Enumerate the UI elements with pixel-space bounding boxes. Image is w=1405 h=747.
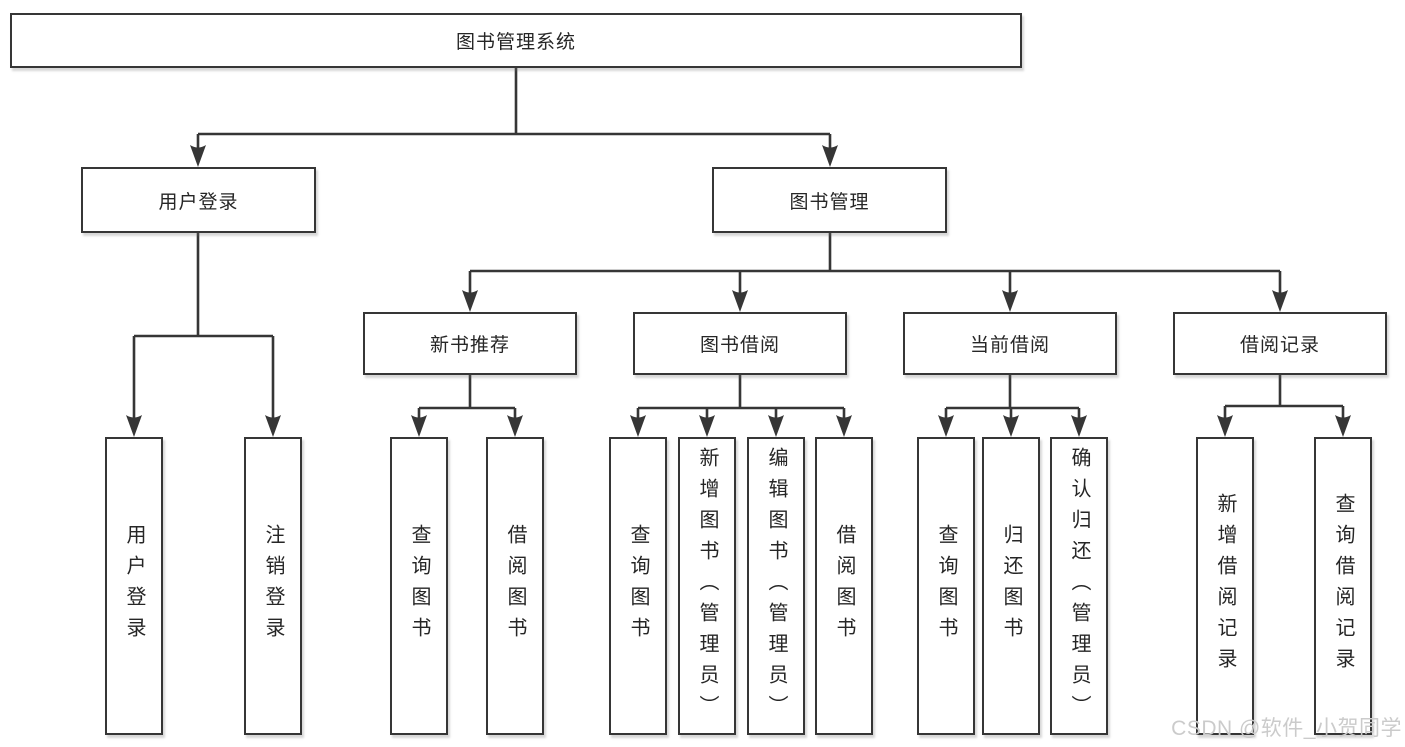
node-new-book-recommend: 新书推荐	[363, 312, 577, 375]
leaf-label: 查询图书	[408, 524, 430, 648]
node-label: 借阅记录	[1239, 335, 1320, 356]
leaf-return-books: 归还图书	[982, 437, 1040, 735]
leaf-borrow-books-recommend: 借阅图书	[486, 437, 544, 735]
leaf-label: 借阅图书	[833, 524, 855, 648]
leaf-label: 查询借阅记录	[1332, 493, 1354, 679]
csdn-watermark: CSDN @软件_小贺同学	[1171, 717, 1402, 740]
leaf-borrow-books: 借阅图书	[815, 437, 873, 735]
node-label: 用户登录	[158, 191, 239, 213]
node-library-management-system: 图书管理系统	[10, 13, 1022, 68]
leaf-edit-books-admin: 编辑图书（管理员）	[747, 437, 805, 735]
leaf-label: 用户登录	[123, 524, 145, 648]
leaf-query-books-borrow: 查询图书	[609, 437, 667, 735]
leaf-label: 查询图书	[935, 524, 957, 648]
leaf-label: 归还图书	[1000, 524, 1022, 648]
node-label: 图书管理系统	[455, 32, 576, 53]
node-borrow-records: 借阅记录	[1173, 312, 1387, 375]
leaf-label: 注销登录	[262, 524, 284, 648]
node-label: 当前借阅	[969, 335, 1050, 356]
leaf-user-login: 用户登录	[105, 437, 163, 735]
leaf-confirm-return-admin: 确认归还（管理员）	[1050, 437, 1108, 735]
leaf-add-borrow-record: 新增借阅记录	[1196, 437, 1254, 735]
leaf-query-books-current: 查询图书	[917, 437, 975, 735]
node-label: 图书管理	[789, 191, 870, 213]
leaf-label: 新增图书（管理员）	[696, 446, 718, 726]
leaf-add-books-admin: 新增图书（管理员）	[678, 437, 736, 735]
leaf-logout: 注销登录	[244, 437, 302, 735]
leaf-query-borrow-record: 查询借阅记录	[1314, 437, 1372, 735]
leaf-label: 借阅图书	[504, 524, 526, 648]
node-label: 新书推荐	[429, 335, 510, 356]
node-label: 图书借阅	[699, 335, 780, 356]
leaf-label: 新增借阅记录	[1214, 493, 1236, 679]
leaf-label: 确认归还（管理员）	[1068, 446, 1090, 726]
node-current-borrow: 当前借阅	[903, 312, 1117, 375]
node-book-management: 图书管理	[712, 167, 947, 233]
node-user-login: 用户登录	[81, 167, 316, 233]
leaf-query-books-recommend: 查询图书	[390, 437, 448, 735]
leaf-label: 查询图书	[627, 524, 649, 648]
node-book-borrow: 图书借阅	[633, 312, 847, 375]
leaf-label: 编辑图书（管理员）	[765, 446, 787, 726]
